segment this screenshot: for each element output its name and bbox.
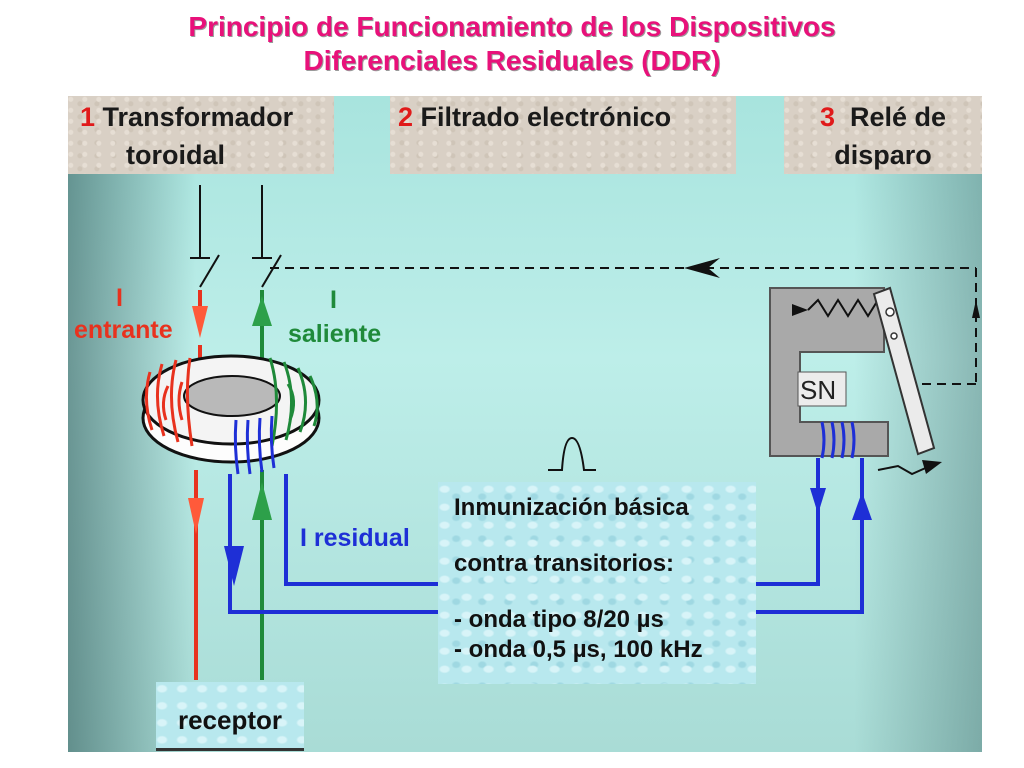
info-line-2: contra transitorios: <box>454 550 675 577</box>
page-title: Principio de Funcionamiento de los Dispo… <box>0 10 1024 78</box>
sn-label: SN <box>800 375 837 405</box>
receptor-box: receptor <box>156 682 304 751</box>
entrante-label-2: entrante <box>74 316 173 344</box>
header-number: 1 <box>80 102 96 132</box>
title-line-2: Diferenciales Residuales (DDR) <box>303 45 721 76</box>
entrante-down-arrow-icon <box>188 498 204 534</box>
receptor-label: receptor <box>177 705 283 735</box>
info-box: Inmunización básica contra transitorios:… <box>438 482 756 684</box>
residual-label: I residual <box>300 524 410 552</box>
header-label: Filtrado electrónico <box>420 102 672 132</box>
saliente-up-arrow-icon <box>252 482 272 520</box>
trip-arrow-icon <box>684 258 720 278</box>
entrante-label-1: I <box>116 284 123 312</box>
trip-link <box>270 267 977 385</box>
relay-coil <box>820 421 856 459</box>
header-label: Transformador <box>102 102 294 132</box>
header-number: 2 <box>398 102 414 132</box>
header-label: Relé de <box>850 102 947 132</box>
header-number: 3 <box>819 102 835 132</box>
spring-icon <box>807 298 889 318</box>
saliente-arrow-icon <box>252 296 272 326</box>
header-transformador: 1 Transformador toroidal <box>68 96 334 174</box>
saliente-label-2: saliente <box>288 320 382 348</box>
entrante-winding <box>145 357 194 447</box>
armature-motion-arrow <box>877 464 931 476</box>
relay-armature <box>872 286 936 456</box>
info-line-1: Inmunización básica <box>454 494 689 521</box>
header-label-2: toroidal <box>126 140 225 170</box>
residual-arrow-icon <box>224 546 244 586</box>
relay-down-arrow-icon <box>810 488 826 514</box>
title-line-1: Principio de Funcionamiento de los Dispo… <box>188 11 836 42</box>
info-line-4: - onda 0,5 µs, 100 kHz <box>454 636 703 663</box>
header-filtrado: 2 Filtrado electrónico <box>390 96 736 174</box>
info-line-3: - onda tipo 8/20 µs <box>454 606 664 633</box>
spring-arrow-icon <box>792 304 808 316</box>
trip-arrow-up-icon <box>972 300 980 318</box>
header-rele: 3 Relé de disparo <box>784 96 982 174</box>
entrante-arrow-icon <box>192 306 208 338</box>
residual-winding <box>233 415 276 475</box>
saliente-winding <box>268 357 319 447</box>
pulse-icon <box>548 436 596 471</box>
relay-magnet <box>769 287 889 457</box>
relay-up-arrow-icon <box>852 492 872 520</box>
saliente-label-1: I <box>330 286 337 314</box>
armature-arrow-icon <box>922 460 942 474</box>
switch-contacts <box>190 185 282 288</box>
entrante-conductor <box>194 290 202 680</box>
header-label-2: disparo <box>834 140 932 170</box>
